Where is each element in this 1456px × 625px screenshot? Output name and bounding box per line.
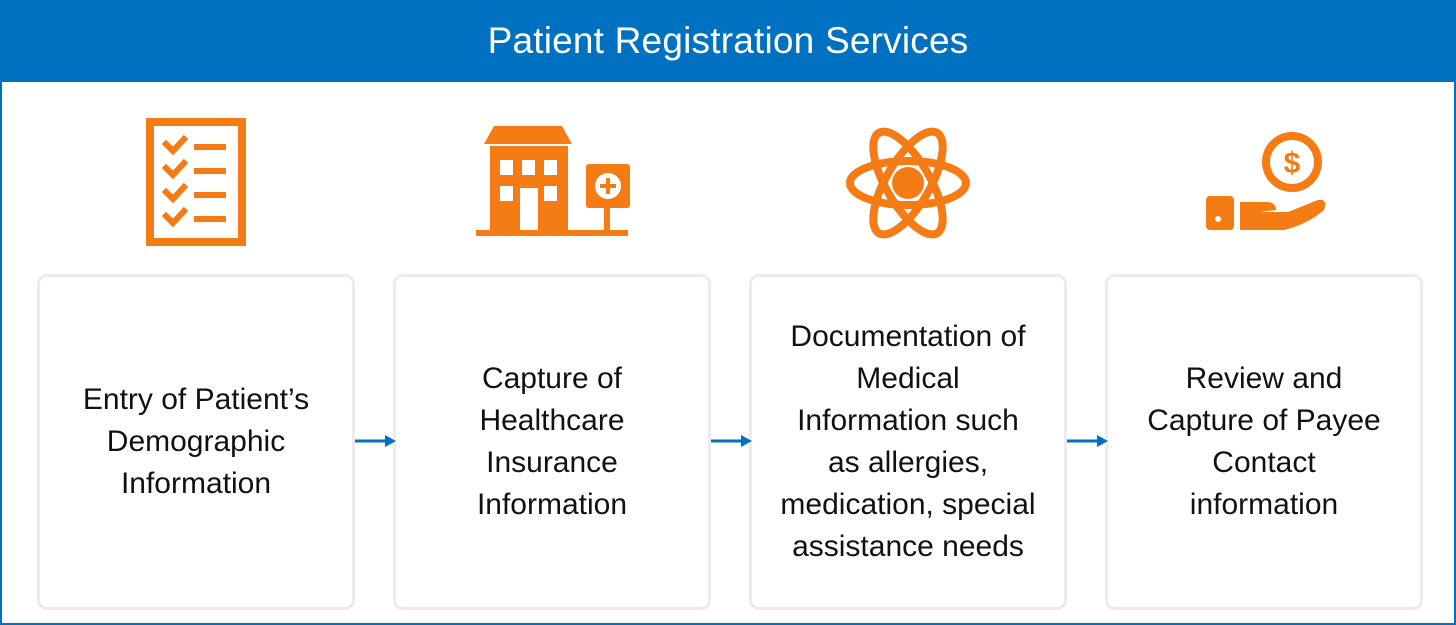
step-card-2: Capture of Healthcare Insurance Informat… bbox=[393, 274, 711, 610]
step-card-3: Documentation of Medical Information suc… bbox=[749, 274, 1067, 610]
hand-coin-icon: $ bbox=[1206, 132, 1326, 230]
step-3-label: Documentation of Medical Information suc… bbox=[780, 320, 1036, 563]
step-2-label: Capture of Healthcare Insurance Informat… bbox=[476, 362, 628, 521]
checklist-icon bbox=[146, 118, 246, 246]
header-bar: Patient Registration Services bbox=[0, 0, 1456, 82]
arrow-3-to-4 bbox=[1067, 435, 1108, 447]
step-card-1: Entry of Patient’s Demographic Informati… bbox=[37, 274, 355, 610]
page-title: Patient Registration Services bbox=[487, 20, 969, 61]
step-card-4: Review and Capture of Payee Contact info… bbox=[1105, 274, 1423, 610]
hospital-icon bbox=[476, 126, 630, 236]
arrow-1-to-2 bbox=[355, 435, 396, 447]
step-1-label: Entry of Patient’s Demographic Informati… bbox=[82, 383, 310, 500]
atom-icon bbox=[846, 127, 970, 239]
arrow-2-to-3 bbox=[711, 435, 752, 447]
step-4-label: Review and Capture of Payee Contact info… bbox=[1147, 362, 1381, 521]
svg-text:$: $ bbox=[1284, 147, 1301, 180]
